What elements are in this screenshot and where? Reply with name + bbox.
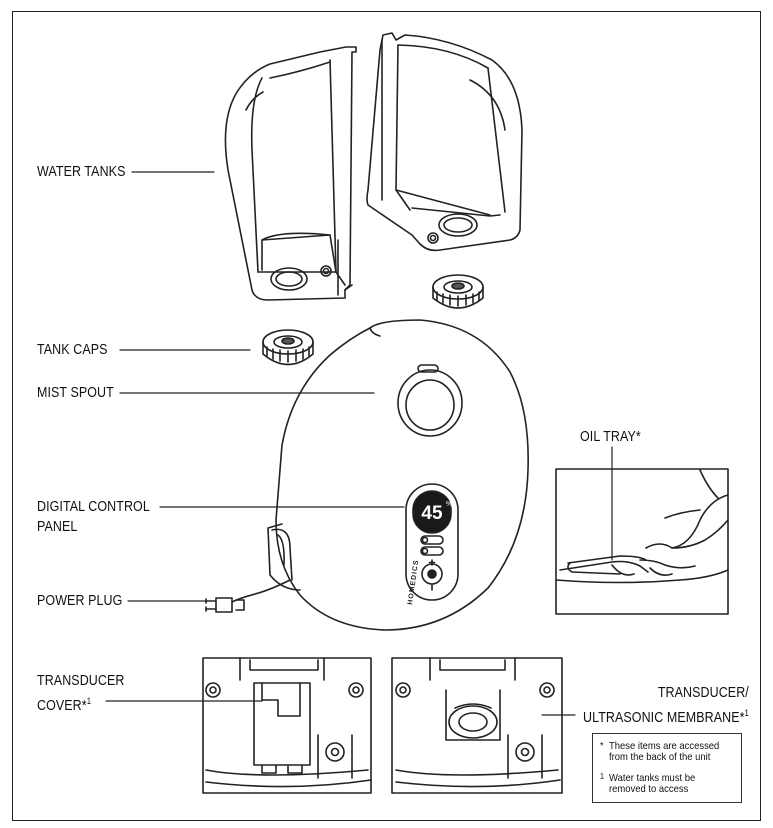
label-control-panel-line2: PANEL — [37, 519, 78, 535]
label-mist-spout: MIST SPOUT — [37, 385, 114, 401]
label-tank-caps: TANK CAPS — [37, 342, 108, 358]
display-unit: % — [446, 501, 452, 508]
label-power-plug: POWER PLUG — [37, 593, 123, 609]
footnote-box: * These items are accessed from the back… — [592, 733, 742, 803]
label-oil-tray: OIL TRAY* — [580, 429, 641, 445]
leader-lines — [105, 171, 613, 716]
footnote-star-line2: from the back of the unit — [609, 751, 711, 763]
footnote-one: 1 Water tanks must be removed to access — [600, 772, 696, 795]
right-water-tank — [366, 32, 523, 252]
label-transducer-cover-sup: 1 — [86, 696, 92, 706]
transducer-cover-inset — [202, 657, 372, 794]
footnote-star-line1: These items are accessed — [609, 740, 720, 752]
footnote-one-line1: Water tanks must be — [609, 772, 696, 784]
label-control-panel-line1: DIGITAL CONTROL — [37, 499, 150, 515]
humidifier-base — [205, 319, 529, 631]
left-water-tank — [224, 46, 357, 301]
footnote-one-line2: removed to access — [609, 783, 689, 795]
diagram-frame — [12, 11, 761, 821]
tank-cap-left — [262, 329, 314, 366]
display-value: 45 — [421, 503, 443, 524]
footnote-star: * These items are accessed from the back… — [600, 740, 720, 763]
footnote-one-mark: 1 — [600, 772, 605, 781]
oil-tray-inset — [555, 468, 729, 615]
footnote-star-mark: * — [600, 741, 604, 752]
label-water-tanks: WATER TANKS — [37, 164, 126, 180]
label-membrane-sup: 1 — [744, 708, 749, 718]
tank-cap-right — [432, 274, 484, 309]
label-transducer-cover-line1: TRANSDUCER — [37, 673, 125, 689]
transducer-membrane-inset — [391, 657, 563, 794]
label-membrane-line1: TRANSDUCER/ — [657, 685, 749, 701]
label-membrane-line2: ULTRASONIC MEMBRANE*1 — [583, 708, 749, 726]
label-transducer-cover-line2: COVER*1 — [37, 696, 92, 714]
